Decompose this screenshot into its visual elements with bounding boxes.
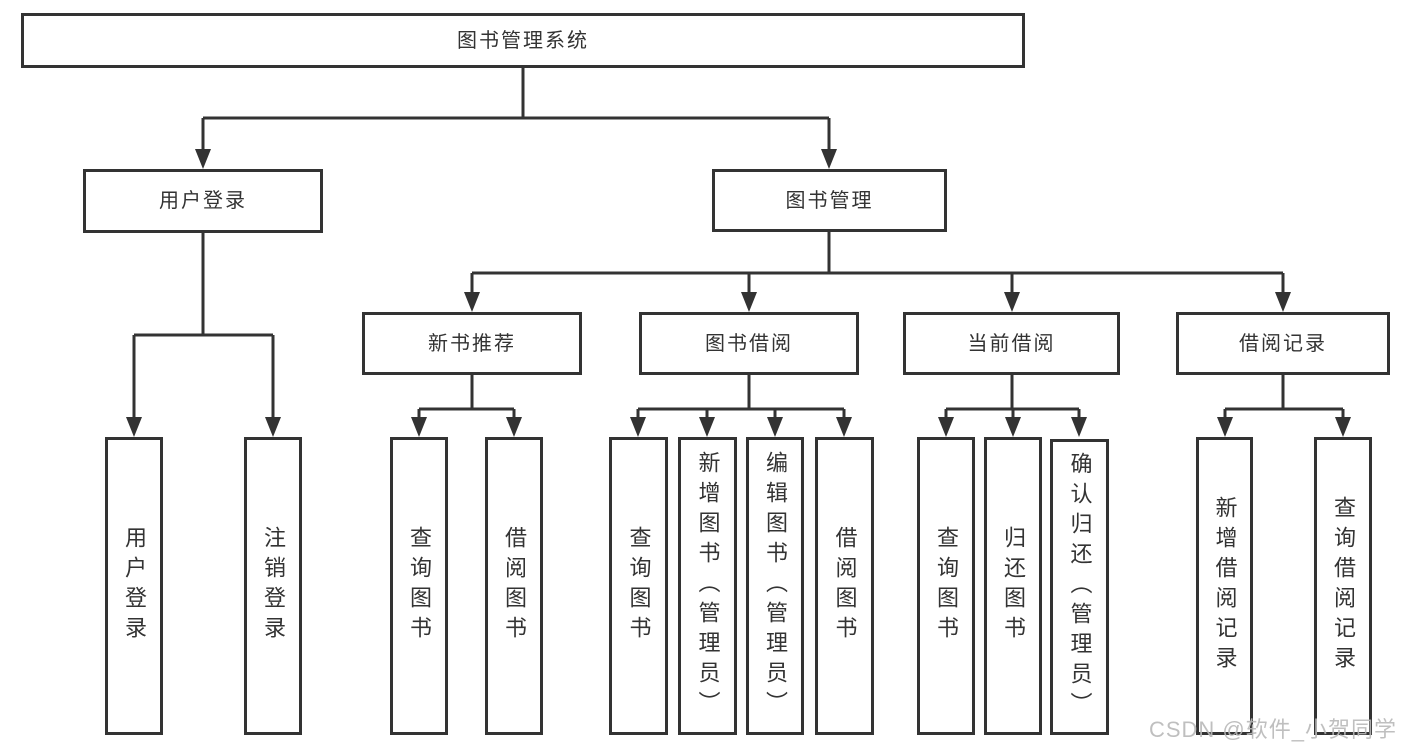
node-root-label: 图书管理系统	[457, 29, 589, 52]
arrow-icon	[1335, 417, 1351, 437]
leaf-return-books: 归还图书	[984, 437, 1042, 735]
arrow-icon	[1217, 417, 1233, 437]
leaf-confirm-return-admin: 确认归还（管理员）	[1050, 439, 1109, 735]
leaf-query-books-current: 查询图书	[917, 437, 975, 735]
connector-userlogin-to-leaves	[132, 233, 275, 419]
leaf-user-login-label: 用户登录	[122, 526, 147, 646]
leaf-query-books-current-label: 查询图书	[934, 526, 959, 646]
csdn-watermark: CSDN @软件_小贺同学	[1148, 717, 1397, 742]
leaf-borrow-books-newrec-label: 借阅图书	[502, 526, 527, 646]
node-borrowing-records-label: 借阅记录	[1239, 332, 1327, 355]
connector-current-to-leaves	[944, 375, 1081, 419]
arrow-icon	[630, 417, 646, 437]
arrow-icon	[265, 417, 281, 437]
arrow-icon	[938, 417, 954, 437]
node-current-borrowing: 当前借阅	[903, 312, 1120, 375]
leaf-add-borrow-record-label: 新增借阅记录	[1212, 496, 1238, 676]
leaf-borrow-books-borrowing: 借阅图书	[815, 437, 874, 735]
arrow-icon	[767, 417, 783, 437]
leaf-query-books-newrec-label: 查询图书	[407, 526, 432, 646]
arrow-icon	[126, 417, 142, 437]
arrow-icon	[411, 417, 427, 437]
leaf-return-books-label: 归还图书	[1001, 526, 1026, 646]
leaf-query-books-newrec: 查询图书	[390, 437, 448, 735]
node-new-book-recommend-label: 新书推荐	[428, 332, 516, 355]
node-new-book-recommend: 新书推荐	[362, 312, 582, 375]
arrow-icon	[1275, 292, 1291, 312]
arrow-icon	[195, 149, 211, 169]
node-root: 图书管理系统	[21, 13, 1025, 68]
node-book-borrowing-label: 图书借阅	[705, 332, 793, 355]
arrow-icon	[464, 292, 480, 312]
node-book-management-label: 图书管理	[785, 189, 874, 212]
leaf-add-books-admin-label: 新增图书（管理员）	[695, 451, 721, 721]
connector-records-to-leaves	[1223, 375, 1345, 419]
leaf-confirm-return-admin-label: 确认归还（管理员）	[1067, 452, 1093, 722]
leaf-edit-books-admin: 编辑图书（管理员）	[746, 437, 804, 735]
node-user-login-label: 用户登录	[159, 190, 247, 212]
node-book-management: 图书管理	[712, 169, 947, 232]
arrow-icon	[699, 417, 715, 437]
leaf-query-borrow-record-label: 查询借阅记录	[1331, 496, 1356, 676]
leaf-edit-books-admin-label: 编辑图书（管理员）	[763, 451, 788, 721]
leaf-add-books-admin: 新增图书（管理员）	[678, 437, 737, 735]
node-borrowing-records: 借阅记录	[1176, 312, 1390, 375]
arrow-icon	[741, 292, 757, 312]
node-book-borrowing: 图书借阅	[639, 312, 859, 375]
arrow-icon	[506, 417, 522, 437]
node-user-login: 用户登录	[83, 169, 323, 233]
node-current-borrowing-label: 当前借阅	[967, 332, 1056, 355]
connector-borrowing-to-leaves	[636, 375, 846, 419]
leaf-borrow-books-newrec: 借阅图书	[485, 437, 543, 735]
leaf-query-borrow-record: 查询借阅记录	[1314, 437, 1372, 735]
leaf-user-login: 用户登录	[105, 437, 163, 735]
leaf-logout: 注销登录	[244, 437, 302, 735]
leaf-borrow-books-borrowing-label: 借阅图书	[832, 526, 858, 646]
arrow-icon	[821, 149, 837, 169]
arrow-icon	[1005, 417, 1021, 437]
connector-bookmgmt-to-level3	[470, 232, 1285, 294]
connector-root-to-level2	[201, 68, 831, 151]
leaf-query-books-borrowing-label: 查询图书	[626, 526, 652, 646]
arrow-icon	[1071, 417, 1087, 437]
arrow-icon	[1004, 292, 1020, 312]
arrow-icon	[836, 417, 852, 437]
arrowheads	[126, 149, 1351, 437]
leaf-query-books-borrowing: 查询图书	[609, 437, 668, 735]
leaf-add-borrow-record: 新增借阅记录	[1196, 437, 1253, 735]
connector-newbook-to-leaves	[417, 375, 516, 419]
leaf-logout-label: 注销登录	[261, 526, 286, 646]
